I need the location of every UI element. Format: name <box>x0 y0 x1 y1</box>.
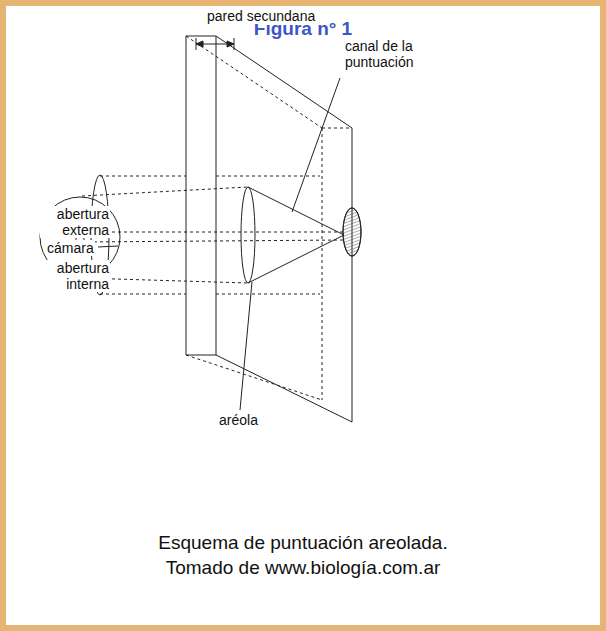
part-label: abertura externa <box>40 206 110 238</box>
part-label: pared secundana <box>206 8 316 24</box>
part-label: canal de la puntuación <box>344 38 446 70</box>
part-label: cámara <box>46 240 95 256</box>
part-label: abertura interna <box>40 260 110 292</box>
figure-caption: Esquema de puntuación areolada. Tomado d… <box>133 530 473 580</box>
part-label: aréola <box>218 412 259 428</box>
